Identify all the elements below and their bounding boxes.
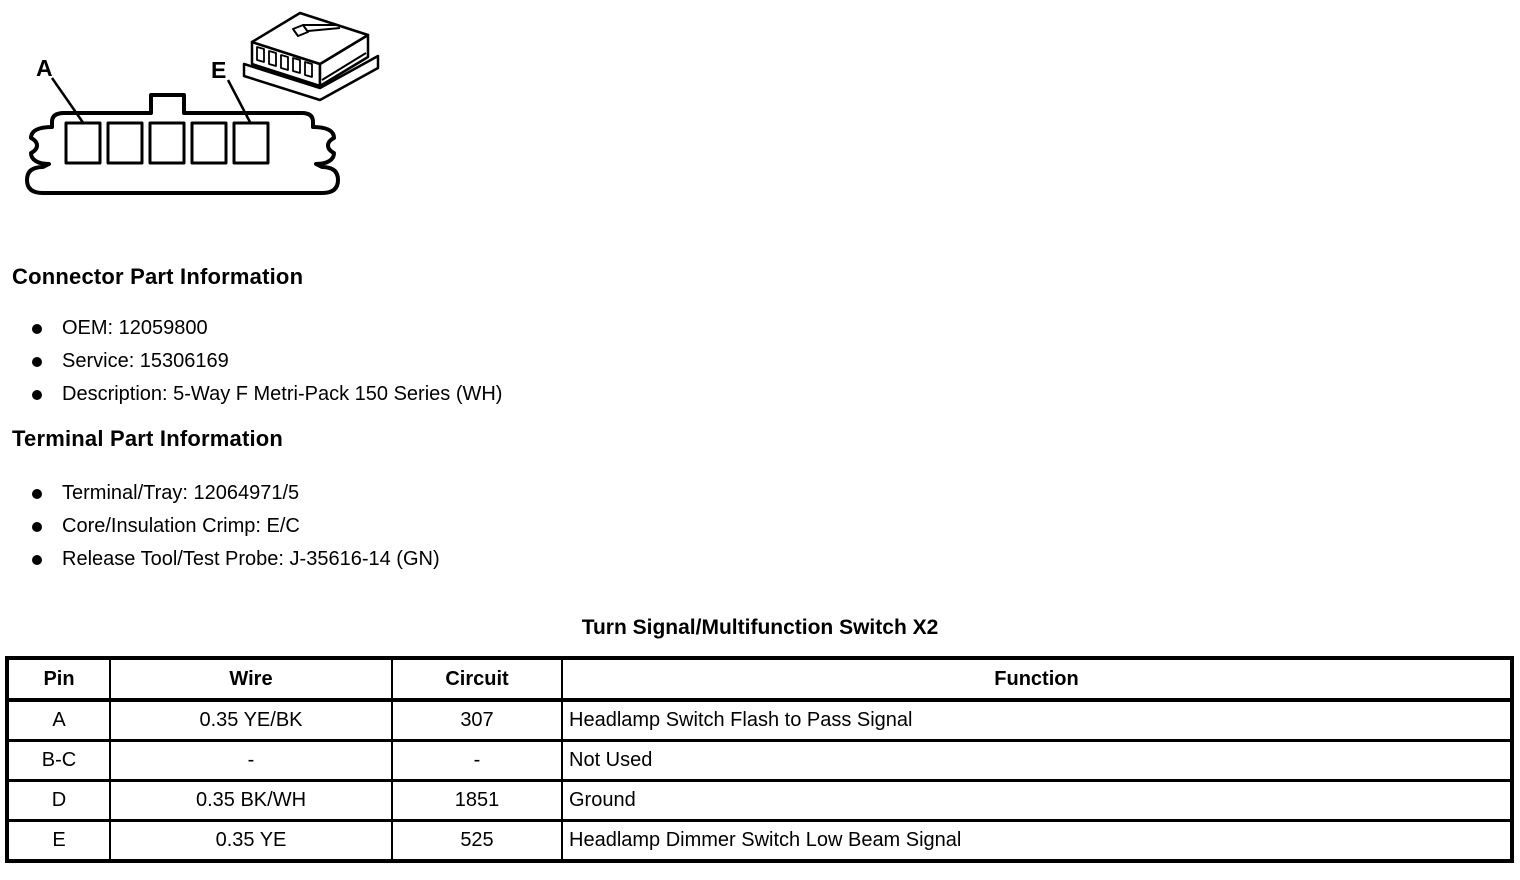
pin-leader-lines [50,77,253,125]
pinout-table-title: Turn Signal/Multifunction Switch X2 [581,616,939,639]
connector-figure: A E [25,11,380,195]
connector-part-info-heading: Connector Part Information [12,264,304,289]
pin-e-label: E [211,57,226,83]
bullet-icon [32,323,42,334]
bullet-icon [32,488,42,499]
column-header-wire: Wire [109,656,393,702]
list-item: Terminal/Tray: 12064971/5 [32,477,440,510]
list-item: OEM: 12059800 [32,312,502,345]
circuit-cell: - [391,739,563,782]
bullet-icon [32,389,42,400]
pin-cell: E [6,819,111,863]
bullet-icon [32,554,42,565]
wire-cell: 0.35 BK/WH [109,779,393,822]
list-item: Release Tool/Test Probe: J-35616-14 (GN) [32,543,440,576]
column-header-pin: Pin [6,656,111,702]
table-row: A 0.35 YE/BK 307 Headlamp Switch Flash t… [6,698,1513,742]
pin-cell: A [6,698,111,742]
list-item: Core/Insulation Crimp: E/C [32,510,440,543]
bullet-icon [32,356,42,367]
crimp-value: Core/Insulation Crimp: E/C [62,515,300,537]
pin-cell: D [6,779,111,822]
function-cell: Headlamp Dimmer Switch Low Beam Signal [561,819,1513,863]
terminal-part-info-heading: Terminal Part Information [12,426,284,451]
release-tool-value: Release Tool/Test Probe: J-35616-14 (GN) [62,548,440,570]
circuit-cell: 525 [391,819,563,863]
function-cell: Headlamp Switch Flash to Pass Signal [561,698,1513,742]
list-item: Description: 5-Way F Metri-Pack 150 Seri… [32,378,502,411]
pinout-table: Pin Wire Circuit Function A 0.35 YE/BK 3… [5,656,1514,863]
circuit-cell: 307 [391,698,563,742]
connector-info-list: OEM: 12059800 Service: 15306169 Descript… [32,312,502,411]
list-item: Service: 15306169 [32,345,502,378]
column-header-circuit: Circuit [391,656,563,702]
wire-cell: - [109,739,393,782]
circuit-cell: 1851 [391,779,563,822]
connector-isometric-diagram [242,11,380,102]
pin-cell: B-C [6,739,111,782]
function-cell: Ground [561,779,1513,822]
bullet-icon [32,521,42,532]
service-value: Service: 15306169 [62,350,229,372]
terminal-tray-value: Terminal/Tray: 12064971/5 [62,482,300,504]
wire-cell: 0.35 YE [109,819,393,863]
table-row: D 0.35 BK/WH 1851 Ground [6,779,1513,822]
table-header-row: Pin Wire Circuit Function [6,656,1513,702]
connector-face-diagram [25,93,340,195]
table-row: E 0.35 YE 525 Headlamp Dimmer Switch Low… [6,819,1513,863]
pin-a-label: A [36,55,53,81]
column-header-function: Function [561,656,1513,702]
function-cell: Not Used [561,739,1513,782]
wire-cell: 0.35 YE/BK [109,698,393,742]
oem-value: OEM: 12059800 [62,317,208,339]
table-row: B-C - - Not Used [6,739,1513,782]
terminal-info-list: Terminal/Tray: 12064971/5 Core/Insulatio… [32,477,440,576]
description-value: Description: 5-Way F Metri-Pack 150 Seri… [62,383,503,405]
